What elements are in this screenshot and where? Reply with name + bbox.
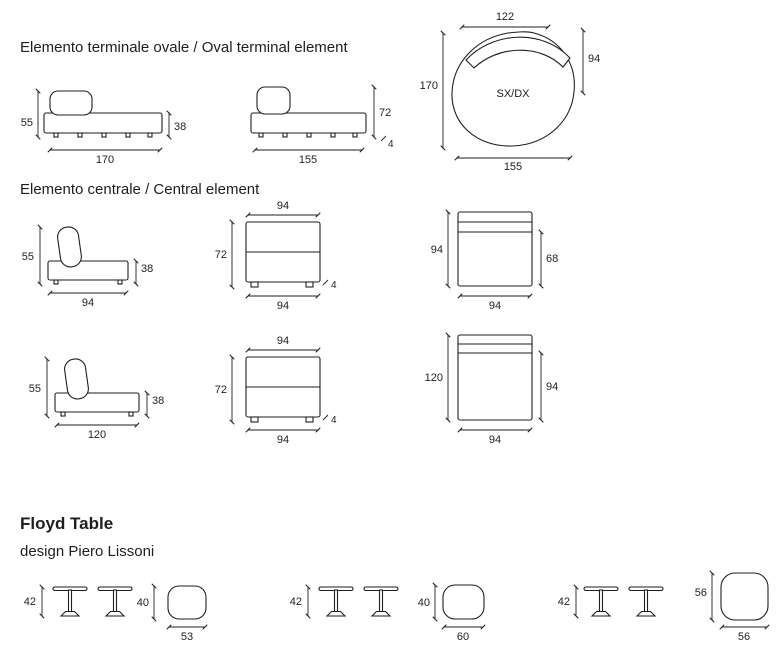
drawing-central120-top-view: 120 94 94 bbox=[425, 332, 558, 446]
table-side-view bbox=[363, 586, 399, 617]
drawing-terminal-front-view: 72 4 155 bbox=[250, 84, 394, 166]
stem bbox=[112, 589, 118, 613]
feet bbox=[258, 132, 358, 138]
dim-seat-depth-label: 68 bbox=[546, 253, 558, 265]
dim-height-label: 72 bbox=[215, 249, 227, 261]
table-60-group: 42 40 60 bbox=[290, 582, 486, 643]
feet bbox=[250, 416, 314, 423]
drawing-central94-side-view: 55 38 94 bbox=[22, 224, 153, 309]
feet bbox=[250, 281, 314, 288]
dim-width-bottom-label: 94 bbox=[277, 434, 289, 446]
foot-tick bbox=[380, 135, 387, 142]
section-title-floyd-table: Floyd Table bbox=[20, 514, 114, 533]
dim-width-top-label: 94 bbox=[277, 200, 289, 212]
table-56-group: 42 56 56 bbox=[558, 570, 770, 643]
drawing-central120-side-view: 55 38 120 bbox=[29, 356, 164, 441]
dim-top-height-label: 56 bbox=[695, 587, 707, 599]
dim-width-bottom-label: 94 bbox=[277, 300, 289, 312]
stem bbox=[598, 589, 604, 613]
base bbox=[104, 610, 126, 617]
stem bbox=[333, 589, 339, 613]
dim-seat-height-label: 38 bbox=[152, 395, 164, 407]
dim-width-top-label: 94 bbox=[277, 335, 289, 347]
dim-foot-label: 4 bbox=[388, 139, 394, 150]
table-side-view bbox=[97, 586, 133, 617]
dim-depth-label: 94 bbox=[82, 297, 94, 309]
dim-seat-height-label: 38 bbox=[141, 263, 153, 275]
drawing-central120-front-view: 94 72 4 94 bbox=[215, 335, 337, 446]
drawing-terminal-top-view: SX/DX 122 170 94 155 bbox=[420, 11, 601, 173]
dim-height-label: 72 bbox=[215, 384, 227, 396]
foot-tick bbox=[322, 279, 329, 286]
table-side-view bbox=[583, 586, 619, 617]
stem bbox=[67, 589, 73, 613]
body-outline bbox=[457, 334, 533, 421]
dim-depth-label: 170 bbox=[420, 80, 438, 92]
base bbox=[59, 610, 81, 617]
floyd-table-drawings: 42 40 53 42 bbox=[24, 570, 770, 643]
designer-subtitle: design Piero Lissoni bbox=[20, 543, 155, 560]
dim-width-label: 170 bbox=[96, 154, 114, 166]
feet bbox=[53, 279, 123, 285]
orientation-label: SX/DX bbox=[496, 88, 530, 100]
armrest bbox=[49, 90, 93, 116]
dim-back-height-label: 55 bbox=[22, 251, 34, 263]
dim-width-label: 155 bbox=[299, 154, 317, 166]
table-side-view bbox=[628, 586, 664, 617]
dim-depth-label: 120 bbox=[88, 429, 106, 441]
dim-seat-height-label: 38 bbox=[174, 121, 186, 133]
dim-top-height-label: 40 bbox=[137, 597, 149, 609]
base bbox=[635, 610, 657, 617]
dim-top-width-label: 56 bbox=[738, 631, 750, 643]
base bbox=[370, 610, 392, 617]
stem bbox=[378, 589, 384, 613]
drawing-central94-front-view: 94 72 4 94 bbox=[215, 200, 337, 312]
table-53-group: 42 40 53 bbox=[24, 583, 208, 643]
seat-base bbox=[47, 260, 129, 281]
foot-tick bbox=[322, 414, 329, 421]
dim-back-height-label: 55 bbox=[21, 117, 33, 129]
dim-height-label: 72 bbox=[379, 107, 391, 119]
dim-depth-label: 120 bbox=[425, 372, 443, 384]
section-title-terminal: Elemento terminale ovale / Oval terminal… bbox=[20, 39, 348, 56]
tabletop-top-view bbox=[442, 584, 485, 620]
dim-back-width-label: 122 bbox=[496, 11, 514, 23]
dim-height-label: 42 bbox=[290, 596, 302, 608]
dim-width-label: 155 bbox=[504, 161, 522, 173]
backrest-outline bbox=[465, 36, 571, 69]
tabletop-top-view bbox=[720, 572, 769, 621]
seat-base bbox=[43, 112, 163, 134]
dim-height-label: 42 bbox=[24, 596, 36, 608]
body-outline bbox=[457, 211, 533, 287]
dim-depth-label: 94 bbox=[431, 244, 443, 256]
dim-width-label: 94 bbox=[489, 300, 501, 312]
dim-height-label: 42 bbox=[558, 596, 570, 608]
dim-width-label: 94 bbox=[489, 434, 501, 446]
section-title-central: Elemento centrale / Central element bbox=[20, 181, 260, 198]
dim-foot-label: 4 bbox=[331, 280, 337, 291]
seat-base bbox=[250, 112, 367, 134]
tabletop-top-view bbox=[167, 585, 207, 620]
back-cushion bbox=[64, 358, 89, 400]
back-cushion bbox=[57, 226, 82, 268]
stem bbox=[643, 589, 649, 613]
dim-back-height-label: 55 bbox=[29, 383, 41, 395]
armrest bbox=[256, 86, 291, 115]
dim-foot-label: 4 bbox=[331, 415, 337, 426]
dim-seat-depth-label: 94 bbox=[546, 381, 558, 393]
dim-top-height-label: 40 bbox=[418, 597, 430, 609]
table-side-view bbox=[318, 586, 354, 617]
dim-side-depth-label: 94 bbox=[588, 53, 600, 65]
base bbox=[590, 610, 612, 617]
dim-top-width-label: 53 bbox=[181, 631, 193, 643]
table-side-view bbox=[52, 586, 88, 617]
drawing-terminal-side-view: 55 38 170 bbox=[21, 88, 186, 166]
feet bbox=[60, 411, 134, 417]
base bbox=[325, 610, 347, 617]
dim-top-width-label: 60 bbox=[457, 631, 469, 643]
feet bbox=[53, 132, 153, 138]
seat-base bbox=[54, 392, 140, 413]
drawing-central94-top-view: 94 68 94 bbox=[431, 209, 558, 312]
